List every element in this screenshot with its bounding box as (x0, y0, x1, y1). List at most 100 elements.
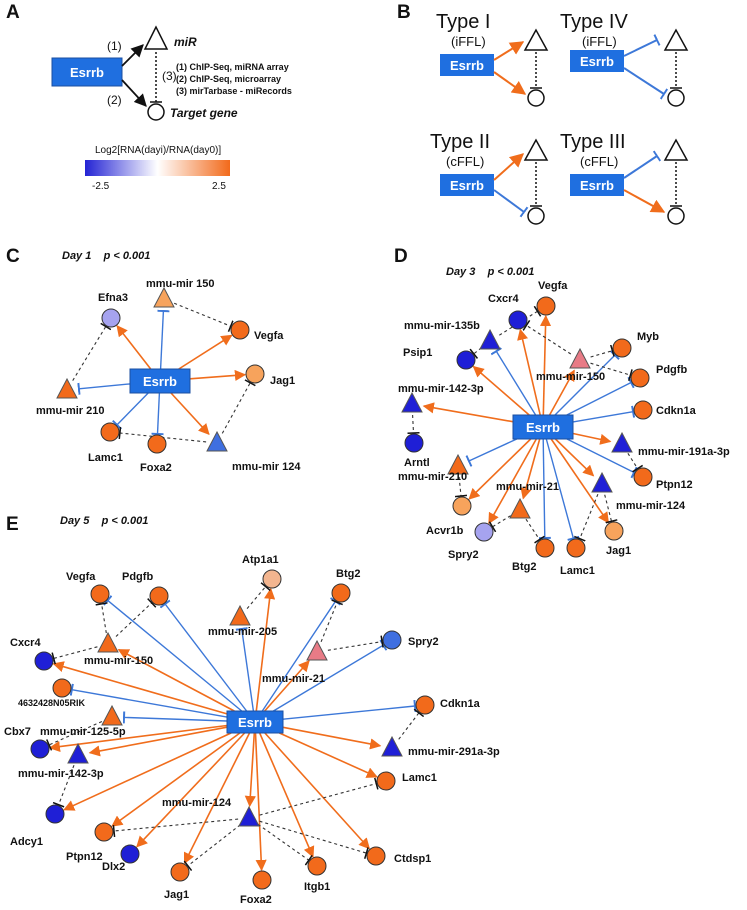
panel-c-node-mmu-mir-210-label: mmu-mir 210 (36, 405, 104, 417)
panel-d-node-mmu-mir-191a-3p (611, 431, 633, 453)
panel-e-node-adcy1-label: Adcy1 (10, 836, 43, 848)
panel-d-edge-3 (554, 350, 620, 416)
panel-d-node-vegfa (536, 296, 556, 316)
type-iii-title: Type III (560, 131, 626, 153)
panel-c-node-mmu-mir-150 (153, 286, 175, 308)
panel-e-node-cxcr4-label: Cxcr4 (10, 637, 41, 649)
panel-c-hub-label: Esrrb (143, 374, 177, 389)
panel-d-edge-2 (490, 347, 537, 416)
panel-c-node-vegfa-label: Vegfa (254, 330, 284, 342)
panel-c-edge-2 (178, 334, 233, 370)
panel-c-node-lamc1-label: Lamc1 (88, 452, 123, 464)
panel-d-edge-23 (522, 319, 572, 355)
panel-e-node-pdgfb-label: Pdgfb (122, 571, 153, 583)
panel-d-node-btg2-label: Btg2 (512, 561, 536, 573)
type-iv-edge-target (623, 67, 669, 100)
panel-d-edge-0 (517, 328, 541, 416)
panel-e-node-atp1a1 (262, 569, 282, 589)
panel-d-node-jag1-label: Jag1 (606, 545, 631, 557)
panel-a-edge2-label: (2) (107, 93, 122, 107)
panel-e-edge-22 (258, 732, 315, 858)
panel-d-node-mmu-mir-191a-3p-label: mmu-mir-191a-3p (638, 446, 730, 458)
panel-c: C Day 1 p < 0.001 mmu-mir 150Efna3Vegfam… (6, 246, 301, 474)
type-i-edge-mir (493, 41, 525, 61)
panel-c-node-foxa2 (147, 434, 167, 454)
panel-a-target-label: Target gene (170, 106, 238, 120)
panel-e-node-mmu-mir-291a-3p-label: mmu-mir-291a-3p (408, 746, 500, 758)
panel-c-node-mmu-mir-124 (206, 430, 228, 452)
panel-d-edge-9 (572, 432, 612, 445)
panel-c-edge-9 (72, 322, 112, 381)
panel-c-hub-box (129, 368, 191, 394)
panel-e-node-mmu-mir-124-label: mmu-mir-124 (162, 797, 232, 809)
panel-e-edge-19 (136, 732, 246, 848)
panel-d-node-cxcr4 (508, 310, 528, 330)
panel-d-node-spry2-label: Spry2 (448, 549, 479, 561)
panel-d-node-acvr1b-label: Acvr1b (426, 525, 464, 537)
panel-d-edge-16 (538, 438, 551, 540)
panel-d-edge-4 (472, 365, 530, 416)
panel-e-node-foxa2-label: Foxa2 (240, 894, 272, 905)
panel-d-network: Cxcr4Vegfammu-mir-135bMybPsip1mmu-mir-15… (398, 280, 730, 577)
panel-e-node-cxcr4 (34, 651, 54, 671)
panel-e-hub-label: Esrrb (238, 715, 272, 730)
panel-c-edge-8 (173, 302, 234, 333)
panel-d-node-jag1 (604, 521, 624, 541)
panel-d-node-mmu-mir-135b-label: mmu-mir-135b (404, 320, 480, 332)
type-i-box (440, 54, 494, 76)
panel-e-edge-35 (259, 820, 369, 860)
legend-min: -2.5 (92, 181, 110, 192)
type-ii-mir (523, 138, 549, 161)
panel-a-mir-label: miR (174, 35, 197, 49)
panel-d-node-psip1-label: Psip1 (403, 347, 432, 359)
panel-e-node-itgb1-label: Itgb1 (304, 881, 330, 893)
panel-a-esrrb-label: Esrrb (70, 65, 104, 80)
panel-e-edge-18 (111, 732, 241, 827)
panel-d-edge-26 (488, 515, 511, 533)
panel-d-node-btg2 (535, 538, 555, 558)
panel-c-nodes (56, 286, 265, 454)
panel-e-edge-5 (52, 661, 228, 715)
type-i-edge-target (493, 71, 527, 95)
panel-d-edge-22 (590, 362, 633, 382)
type-iv-box-label: Esrrb (580, 54, 614, 69)
panel-e-node-mmu-mir-21 (306, 639, 328, 661)
panel-e-node-lamc1-label: Lamc1 (402, 772, 437, 784)
panel-d-edge-29 (573, 493, 599, 542)
panel-e-node-jag1 (170, 862, 190, 882)
type-ii-target (527, 207, 545, 225)
panel-e-edge-9 (69, 683, 228, 718)
panel-d-node-mmu-mir-210-label: mmu-mir-210 (398, 471, 467, 483)
panel-e-node-mmu-mir-150-label: mmu-mir-150 (84, 655, 153, 667)
type-iv-target (667, 89, 685, 107)
panel-d-node-lamc1-label: Lamc1 (560, 565, 595, 577)
panel-e-node-lamc1 (376, 771, 396, 791)
panel-d-node-ptpn12-label: Ptpn12 (656, 479, 693, 491)
type-ii-title: Type II (430, 131, 490, 153)
type-i-box-label: Esrrb (450, 58, 484, 73)
legend-title: Log2[RNA(dayi)/RNA(day0)] (95, 145, 221, 156)
panel-d-node-ptpn12 (633, 467, 653, 487)
panel-a-esrrb-box (51, 57, 123, 87)
panel-e-node-spry2 (382, 630, 402, 650)
panel-d-edge-27 (525, 518, 545, 544)
type-i-mir (523, 28, 549, 51)
panel-e-edge-20 (264, 732, 371, 850)
type-i-sub: (iFFL) (451, 34, 486, 49)
panel-d-hub-box (512, 414, 574, 440)
panel-e-letter: E (6, 514, 19, 535)
panel-d-edge-30 (627, 453, 644, 473)
panel-e-edge-23 (254, 732, 267, 872)
panel-e-node-mmu-mir-125-5p-label: mmu-mir-125-5p (40, 726, 126, 738)
panel-e-edge-15 (279, 732, 378, 778)
panel-d-title: Day 3 p < 0.001 (446, 266, 534, 278)
panel-d-node-mmu-mir-150-label: mmu-mir-150 (536, 371, 605, 383)
panel-e-edge-14 (88, 726, 228, 757)
panel-a-edge-2 (121, 79, 147, 107)
panel-d-node-acvr1b (452, 496, 472, 516)
type-iii-target (667, 207, 685, 225)
panel-d-node-pdgfb (630, 368, 650, 388)
